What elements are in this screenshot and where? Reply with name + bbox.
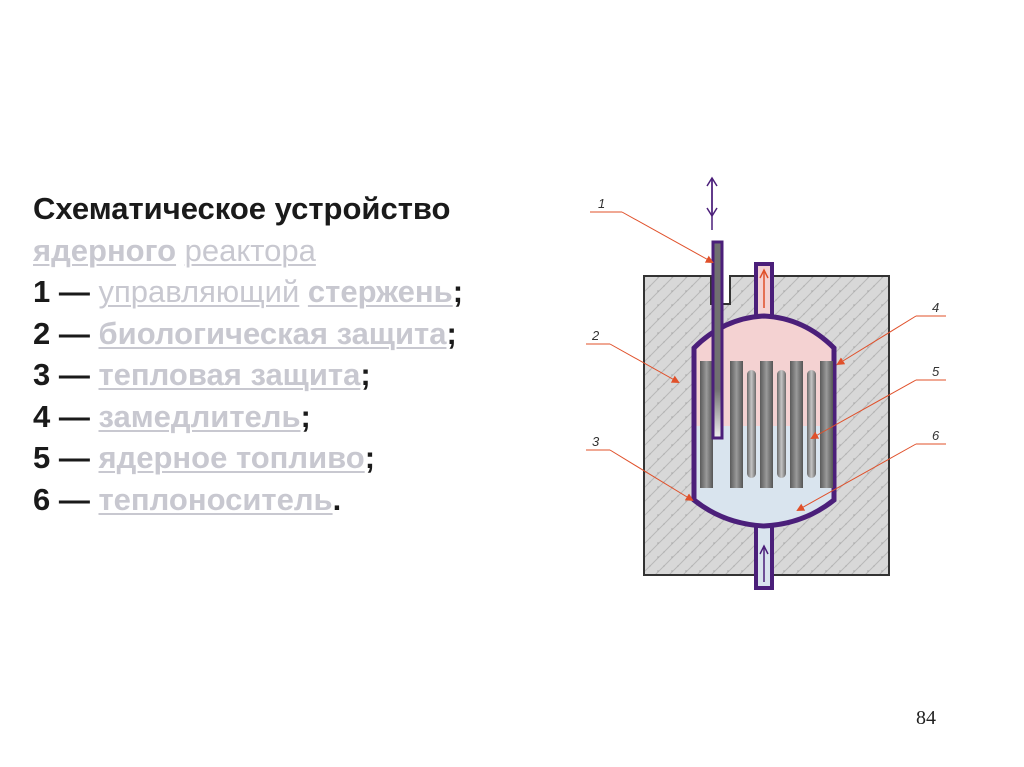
callout-6: 6 [796,428,946,511]
outflow-arrow-icon [759,268,769,279]
item-number: 3 — [33,357,90,392]
moderator-block [820,361,833,488]
inflow-arrow-icon [759,544,769,555]
link-reactor[interactable]: реактора [184,232,316,268]
item-punct: ; [360,357,371,392]
fuel-rod [777,370,786,478]
callout-3: 3 [586,434,694,502]
callout-5: 5 [810,364,946,439]
moderator-block [730,361,743,488]
link-moderator[interactable]: замедлитель [98,398,301,434]
link-nuclear[interactable]: ядерного [33,232,177,268]
callout-4: 4 [836,300,946,366]
callout-label-5: 5 [932,364,940,379]
fuel-rod [807,370,816,478]
callout-2: 2 [586,328,680,383]
item-number: 2 — [33,315,90,351]
legend-item-6: 6 — теплоноситель. [33,479,553,521]
fuel-rod [747,370,756,478]
link-rod[interactable]: стержень [307,274,453,309]
moderator-block [760,361,773,488]
title-text: Схематическое устройство [33,191,451,226]
callout-label-2: 2 [591,328,600,343]
legend-text: Схематическое устройство ядерного реакто… [33,188,553,520]
move-up-arrow-icon [706,176,718,187]
link-coolant[interactable]: теплоноситель [98,481,333,517]
vessel-outline [691,313,837,529]
item-punct: ; [364,440,376,475]
callout-label-6: 6 [932,428,940,443]
move-down-arrow-icon [706,207,718,218]
item-punct: ; [452,274,464,309]
item-punct: ; [300,398,311,434]
callout-label-4: 4 [932,300,939,315]
moderator-block [700,361,713,488]
item-number: 1 — [33,274,90,309]
legend-item-4: 4 — замедлитель; [33,396,553,438]
item-number: 6 — [33,481,90,517]
moderator-block [790,361,803,488]
page-number: 84 [916,707,936,729]
callout-label-1: 1 [598,196,605,211]
item-number: 4 — [33,398,90,434]
subtitle-line: ядерного реактора [33,230,553,272]
control-rod-sleeve [711,240,724,440]
link-biological-shield[interactable]: биологическая защита [98,315,447,351]
legend-item-3: 3 — тепловая защита; [33,354,553,396]
callout-1: 1 [590,196,714,263]
link-nuclear-fuel[interactable]: ядерное топливо [98,440,365,475]
legend-item-2: 2 — биологическая защита; [33,313,553,355]
legend-item-5: 5 — ядерное топливо; [33,437,553,479]
item-punct: . [332,481,342,517]
legend-item-1: 1 — управляющий стержень; [33,271,553,313]
item-punct: ; [446,315,457,351]
reactor-diagram: 1 2 4 5 3 [570,170,960,600]
callout-label-3: 3 [592,434,600,449]
title-line: Схематическое устройство [33,188,553,230]
link-control[interactable]: управляющий [98,274,300,309]
item-number: 5 — [33,440,90,475]
link-thermal-shield[interactable]: тепловая защита [98,357,361,392]
